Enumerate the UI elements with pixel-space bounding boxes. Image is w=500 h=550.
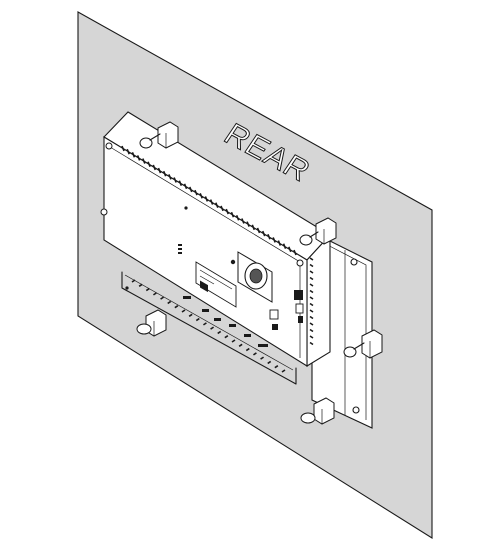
vent-slots-top (121, 145, 297, 256)
vent-slot (309, 309, 314, 313)
vent-slot (256, 227, 261, 234)
vent-slot (309, 328, 314, 333)
vent-slot (272, 237, 276, 243)
vent-slot (282, 243, 287, 249)
vent-slot (131, 152, 136, 158)
vent-slot (209, 199, 214, 205)
vent-slot (288, 246, 292, 253)
battery-cover (230, 251, 273, 303)
rating-label-plate (195, 261, 237, 308)
vent-slot (157, 167, 162, 174)
vent-slots-bottom (131, 279, 286, 373)
vent-slot (194, 189, 198, 196)
vent-slot (245, 347, 250, 352)
vent-slot (309, 263, 314, 268)
vent-slot (281, 369, 286, 373)
vent-slot (309, 270, 314, 274)
vent-slot (230, 211, 235, 218)
vent-slot (173, 177, 177, 183)
vent-slot (189, 186, 193, 193)
vent-slot (168, 174, 172, 180)
vent-slot (131, 279, 136, 283)
mounting-clip-top-left (139, 121, 179, 149)
vent-slot (309, 302, 314, 307)
vent-slot (183, 183, 188, 190)
mounting-clip-right (343, 329, 383, 359)
vent-slot (309, 315, 314, 320)
vent-slot (138, 283, 143, 287)
vent-slot (210, 326, 215, 330)
vent-slot (231, 339, 236, 343)
vent-slot (152, 292, 157, 296)
vent-slot (181, 309, 186, 313)
vent-slot (309, 283, 314, 287)
port-cluster (269, 290, 304, 330)
vent-slot (174, 305, 179, 309)
vent-slot (225, 208, 229, 215)
vent-slot (204, 196, 209, 202)
vent-slot (251, 224, 256, 231)
vent-slot (136, 155, 141, 161)
vent-slot (277, 240, 282, 246)
corner-screws (100, 142, 304, 267)
vent-slot (126, 148, 130, 155)
vent-slot (309, 322, 314, 326)
vent-slot (267, 360, 272, 365)
vent-slot (274, 365, 279, 369)
vent-slot (188, 313, 193, 317)
vent-slot (199, 192, 203, 199)
vent-slot (202, 322, 207, 326)
vent-slot (309, 296, 314, 300)
vent-slot (309, 341, 314, 346)
mounting-clip-bottom-left (136, 309, 167, 337)
bottom-connectors (125, 206, 268, 347)
vent-slot (261, 230, 266, 237)
vent-slot (252, 352, 257, 356)
vent-slot (267, 233, 271, 240)
vent-slot (309, 276, 314, 281)
mounting-clip-bottom-right (300, 397, 335, 425)
vent-slot (160, 296, 165, 300)
vent-slot (224, 335, 229, 339)
vent-slot (246, 221, 250, 227)
vent-slot (145, 287, 150, 292)
vent-slot (195, 317, 200, 322)
vent-slot (220, 205, 224, 212)
vent-slot (309, 335, 314, 339)
vent-slot (162, 170, 167, 177)
vent-slot (260, 356, 265, 360)
device-body (103, 111, 331, 385)
vent-slot (235, 215, 240, 221)
vent-slot (215, 202, 219, 209)
mounting-clip-top-right (299, 217, 337, 246)
vent-slot (238, 343, 243, 347)
vent-slot (309, 289, 314, 294)
vent-slot (293, 249, 297, 256)
vent-slot (121, 145, 125, 152)
vent-slot (152, 164, 157, 171)
vent-slots-side (309, 257, 314, 346)
vent-slot (142, 158, 146, 164)
vent-slot (309, 257, 314, 261)
vent-slot (178, 180, 183, 186)
vent-slot (147, 161, 151, 168)
vent-slot (241, 218, 245, 224)
vent-slot (167, 300, 172, 305)
vent-slot (217, 330, 222, 335)
